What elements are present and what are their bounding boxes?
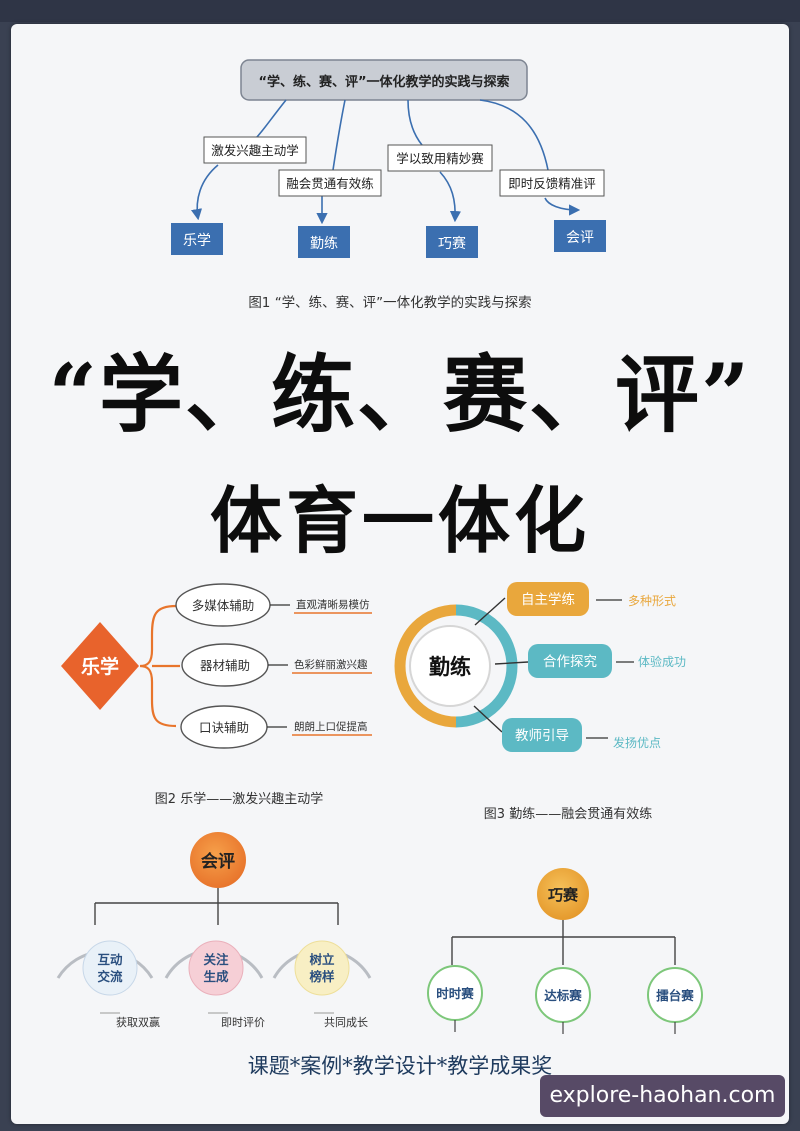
fig4-center-circle (190, 832, 246, 888)
document-sheet (11, 24, 789, 1124)
fig5-item-text-3: 擂台赛 (656, 988, 694, 1003)
fig2-mindmap: 乐学 多媒体辅助 器材辅助 口诀辅助 直观清晰易模仿 色彩鲜丽激兴趣 朗朗上口促… (61, 583, 372, 807)
fig2-item-text-2: 器材辅助 (200, 658, 250, 673)
fig4-item-circle-1 (82, 940, 138, 996)
watermark-badge: explore-haohan.com (540, 1075, 785, 1117)
fig1-branch-box-3 (387, 144, 493, 172)
top-bar (0, 0, 800, 22)
fig4-item-text-1a: 互动 (97, 952, 123, 967)
fig1-branch-box-1 (203, 136, 307, 164)
fig3-item-box-1 (507, 582, 589, 616)
fig1-branch-text-3: 学以致用精妙赛 (396, 151, 484, 166)
fig1-target-box-3 (426, 226, 478, 258)
fig1-branch-text-2: 融会贯通有效练 (286, 176, 374, 191)
fig1-branch-text-1: 激发兴趣主动学 (211, 143, 299, 158)
fig1-target-text-2: 勤练 (310, 236, 338, 252)
fig2-brace (139, 604, 177, 728)
fig4-note-1: 获取双赢 (116, 1015, 160, 1029)
fig4-item-circle-2 (188, 940, 244, 996)
fig4-item-text-2a: 关注 (203, 952, 229, 967)
fig1-branch-box-4 (499, 169, 605, 197)
fig1-root-box (240, 59, 528, 101)
fig3-mindmap: 勤练 自主学练 合作探究 教师引导 多种形式 体验成功 发扬优点 图3 勤练——… (394, 582, 686, 822)
fig5-center-circle (537, 868, 589, 920)
fig3-link-2 (494, 661, 529, 665)
fig4-note-3: 共同成长 (324, 1016, 368, 1029)
fig1-target-text-4: 会评 (566, 230, 594, 246)
fig1-target-box-4 (554, 220, 606, 252)
fig2-caption: 图2 乐学——激发兴趣主动学 (155, 791, 323, 807)
fig2-item-text-1: 多媒体辅助 (192, 598, 255, 613)
fig1-connector-3b (439, 171, 462, 223)
fig2-center-diamond (61, 622, 139, 710)
fig1-caption: 图1 “学、练、赛、评”一体化教学的实践与探索 (248, 295, 531, 311)
fig1-branch-text-4: 即时反馈精准评 (508, 176, 596, 191)
fig5-tree: 巧赛 时时赛 达标赛 擂台赛 (427, 868, 703, 1034)
fig3-note-3: 发扬优点 (613, 735, 661, 750)
fig2-center-text: 乐学 (81, 655, 119, 678)
fig3-note-1: 多种形式 (628, 594, 676, 608)
fig3-item-text-2: 合作探究 (543, 654, 597, 670)
fig2-note-1: 直观清晰易模仿 (296, 598, 370, 611)
fig3-center-text: 勤练 (429, 655, 471, 679)
fig3-link-1 (474, 597, 506, 626)
fig2-item-text-3: 口诀辅助 (199, 720, 249, 735)
fig1-target-text-1: 乐学 (183, 233, 211, 249)
fig3-item-box-3 (502, 718, 582, 752)
fig2-note-3: 朗朗上口促提高 (294, 720, 368, 733)
fig1-target-box-1 (171, 223, 223, 255)
fig3-caption: 图3 勤练——融会贯通有效练 (484, 807, 652, 822)
fig5-item-text-2: 达标赛 (544, 988, 582, 1003)
fig1-connector-2 (332, 99, 346, 171)
fig1-connector-3 (407, 99, 423, 146)
fig3-center-circle (409, 625, 491, 707)
fig3-outer-ring-teal (455, 604, 518, 728)
fig4-item-circle-3 (294, 940, 350, 996)
fig4-item-text-3a: 树立 (309, 952, 335, 967)
fig4-item-text-3b: 榜样 (309, 969, 335, 984)
fig4-tree: 会评 互动 交流 获取双赢 关注 生成 即时评价 树立 榜样 (56, 832, 372, 1029)
fig5-item-text-1: 时时赛 (436, 986, 474, 1001)
fig3-note-2: 体验成功 (638, 654, 686, 669)
fig1-flowchart: “学、练、赛、评”一体化教学的实践与探索 激发兴趣主动学 融会贯通有效练 学以致… (171, 59, 606, 311)
fig1-target-text-3: 巧赛 (438, 236, 466, 252)
footer-text: 课题*案例*教学设计*教学成果奖 (247, 1054, 553, 1078)
fig1-root-text: “学、练、赛、评”一体化教学的实践与探索 (258, 74, 509, 90)
fig1-connector-1b (191, 164, 219, 221)
fig3-link-3 (473, 705, 503, 733)
fig4-center-text: 会评 (201, 851, 235, 872)
fig4-item-text-2b: 生成 (203, 969, 229, 984)
fig3-item-box-2 (528, 644, 612, 678)
fig3-item-text-3: 教师引导 (515, 728, 569, 744)
fig4-item-text-1b: 交流 (97, 969, 123, 984)
fig1-connector-4b (544, 197, 581, 216)
headline-line-2: 体育一体化 (209, 478, 590, 563)
fig1-target-box-2 (298, 226, 350, 258)
fig5-center-text: 巧赛 (548, 886, 579, 904)
fig1-connector-4 (479, 99, 549, 171)
headline-line-1: “学、练、赛、评” (48, 345, 752, 444)
fig4-note-2: 即时评价 (221, 1016, 265, 1029)
fig1-connector-1 (253, 99, 287, 141)
fig2-note-2: 色彩鲜丽激兴趣 (294, 658, 368, 671)
fig3-outer-ring-gold (394, 604, 457, 728)
fig1-branch-box-2 (278, 169, 382, 197)
fig3-item-text-1: 自主学练 (521, 592, 575, 608)
